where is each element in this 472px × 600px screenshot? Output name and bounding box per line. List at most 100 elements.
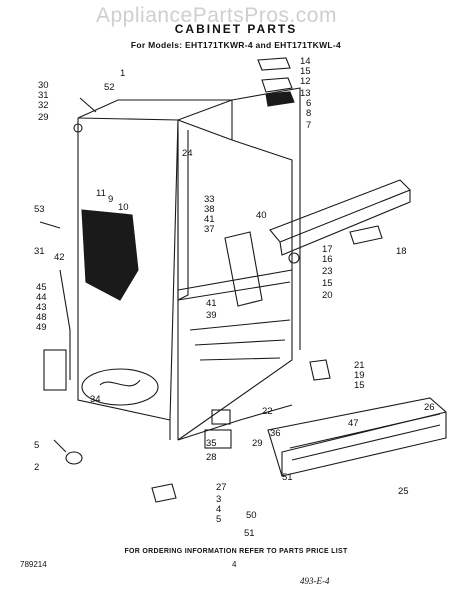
callout-label: 25: [398, 486, 409, 497]
callout-label: 30: [38, 80, 49, 91]
callout-label: 41: [206, 298, 217, 309]
lower-hinge: [151, 483, 177, 503]
callout-label: 34: [90, 394, 101, 405]
cap-plug: [73, 123, 83, 133]
callout-label: 42: [54, 252, 65, 263]
callout-label: 52: [104, 82, 115, 93]
side-screw: [39, 221, 61, 229]
cabinet-inner-back: [177, 139, 293, 441]
callout-label: 4: [216, 504, 221, 515]
callout-label: 44: [36, 292, 47, 303]
callout-label: 13: [300, 88, 311, 99]
callout-label: 21: [354, 360, 365, 371]
callout-label: 2: [34, 462, 39, 473]
callout-label: 5: [216, 514, 221, 525]
models-line: For Models: EHT171TKWR-4 and EHT171TKWL-…: [130, 40, 342, 50]
inner-front-flange: [177, 130, 189, 301]
side-panel: [43, 349, 67, 391]
callout-label: 18: [396, 246, 407, 257]
callout-label: 51: [282, 472, 293, 483]
callout-label: 31: [34, 246, 45, 257]
top-screw: [79, 97, 97, 113]
callout-label: 7: [306, 120, 311, 131]
callout-label: 6: [306, 98, 311, 109]
callout-label: 38: [204, 204, 215, 215]
callout-label: 31: [38, 90, 49, 101]
side-wire: [59, 269, 71, 380]
callout-label: 41: [204, 214, 215, 225]
callout-label: 29: [252, 438, 263, 449]
cabinet-left-side: [77, 118, 179, 421]
top-hinge: [265, 91, 295, 107]
callout-label: 24: [182, 148, 193, 159]
callout-label: 17: [322, 244, 333, 255]
page-number: 4: [232, 560, 237, 569]
bottom-grille: [267, 397, 447, 477]
callout-label: 36: [270, 428, 281, 439]
top-hinge-cap: [257, 57, 291, 71]
latch-bracket: [309, 359, 331, 381]
document-number: 789214: [20, 560, 47, 569]
callout-label: 14: [300, 56, 311, 67]
callout-label: 1: [120, 68, 125, 79]
ordering-note: FOR ORDERING INFORMATION REFER TO PARTS …: [124, 548, 348, 555]
top-hinge-plate: [261, 77, 293, 93]
diagram-lines: [39, 57, 447, 503]
callout-label: 23: [322, 266, 333, 277]
cabinet-bottom-edge: [177, 404, 293, 441]
callout-label: 27: [216, 482, 227, 493]
callout-label: 20: [322, 290, 333, 301]
callout-label: 28: [206, 452, 217, 463]
grille-slots: [289, 413, 441, 461]
watermark: AppliancePartsPros.com: [96, 4, 337, 27]
callout-label: 26: [424, 402, 435, 413]
callout-label: 15: [354, 380, 365, 391]
leg-screw: [53, 439, 67, 453]
callout-label: 22: [262, 406, 273, 417]
callout-label: 45: [36, 282, 47, 293]
leveling-leg: [65, 451, 83, 465]
callout-label: 51: [244, 528, 255, 539]
callout-label: 39: [206, 310, 217, 321]
callout-label: 10: [118, 202, 129, 213]
page-title: CABINET PARTS: [174, 22, 298, 36]
callout-label: 19: [354, 370, 365, 381]
side-insulation-patch: [81, 209, 139, 301]
top-rail-lip: [279, 190, 411, 256]
callout-label: 9: [108, 194, 113, 205]
callout-label: 15: [300, 66, 311, 77]
callout-label: 11: [96, 188, 106, 199]
support-bracket: [224, 231, 263, 307]
inner-shelf-rail: [177, 269, 293, 301]
callout-label: 16: [322, 254, 333, 265]
callout-label: 15: [322, 278, 333, 289]
cabinet-top-panel: [77, 99, 233, 121]
callout-label: 48: [36, 312, 47, 323]
callout-labels: 1 52 30 31 32 29 24 33 38 41 37 40 11 9 …: [34, 56, 435, 539]
callout-label: 47: [348, 418, 359, 429]
callout-label: 50: [246, 510, 257, 521]
wiring-harness: [99, 379, 141, 387]
callout-label: 37: [204, 224, 215, 235]
cabinet-top-inner: [177, 100, 233, 141]
control-bracket: [204, 429, 232, 449]
callout-label: 12: [300, 76, 311, 87]
callout-label: 43: [36, 302, 47, 313]
callout-label: 53: [34, 204, 45, 215]
callout-label: 29: [38, 112, 49, 123]
callout-label: 40: [256, 210, 267, 221]
grommet: [288, 252, 300, 264]
handwritten-note: 493-E-4: [300, 576, 330, 586]
wiring-harness-area: [81, 368, 159, 406]
thermostat-block: [211, 409, 231, 425]
inner-floor-ribs: [189, 319, 291, 361]
callout-label: 5: [34, 440, 39, 451]
callout-label: 32: [38, 100, 49, 111]
hinge-pin-bracket: [349, 225, 383, 245]
callout-label: 49: [36, 322, 47, 333]
callout-label: 8: [306, 108, 311, 119]
callout-label: 3: [216, 494, 221, 505]
callout-label: 33: [204, 194, 215, 205]
callout-label: 35: [206, 438, 217, 449]
